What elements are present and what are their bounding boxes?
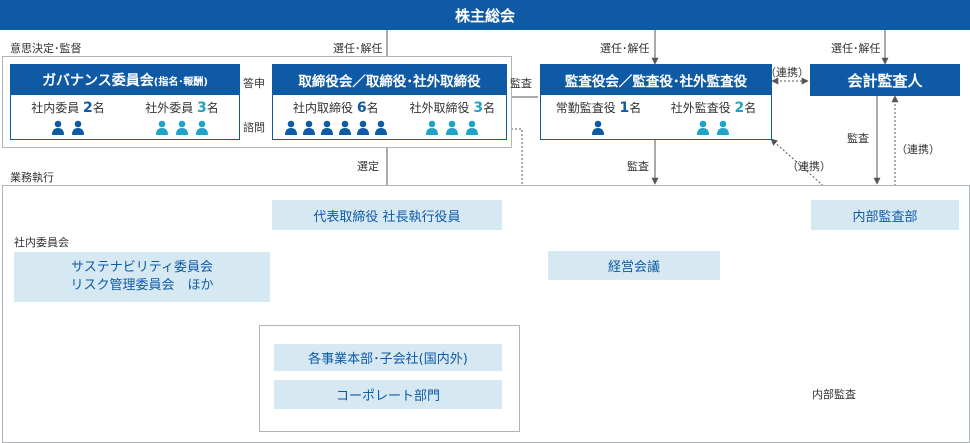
board-internal-label: 社内取締役 [293, 101, 354, 115]
auditors-internal-label: 常勤監査役 [555, 101, 616, 115]
person-icon [697, 120, 710, 135]
auditors-members: 常勤監査役 1名 社外監査役 2名 [541, 95, 771, 135]
person-icon [338, 120, 351, 135]
ceo-label: 代表取締役 社長執行役員 [313, 209, 461, 225]
divisions-label: 各事業本部･子会社(国内外) [308, 352, 468, 367]
label-audit-accounting: 監査 [847, 132, 869, 145]
governance-external-unit: 名 [206, 101, 219, 115]
auditors-header: 監査役会／監査役･社外監査役 [541, 65, 771, 95]
auditors-box: 監査役会／監査役･社外監査役 常勤監査役 1名 社外監査役 2名 [540, 64, 772, 140]
auditors-external-label: 社外監査役 [670, 101, 731, 115]
auditors-external-num: 2 [734, 100, 745, 116]
divisions-frame [259, 325, 520, 432]
label-consult: 諮問 [243, 121, 265, 134]
board-internal-unit: 名 [366, 101, 379, 115]
section-label-committees: 社内委員会 [14, 236, 69, 249]
shareholders-meeting-bar: 株主総会 [0, 0, 970, 30]
auditors-internal: 常勤監査役 1名 [555, 99, 642, 135]
corporate-box: コーポレート部門 [274, 380, 502, 409]
governance-internal-unit: 名 [92, 101, 105, 115]
person-icon [356, 120, 369, 135]
internal-audit-dept-label: 内部監査部 [852, 209, 918, 225]
board-external-unit: 名 [483, 101, 496, 115]
person-icon-group [51, 120, 85, 135]
label-collab-1: （連携） [765, 66, 809, 79]
corporate-label: コーポレート部門 [335, 389, 440, 404]
board-external-num: 3 [473, 100, 484, 116]
section-label-execution: 業務執行 [10, 171, 54, 184]
governance-members: 社内委員 2名 社外委員 3名 [11, 95, 239, 135]
person-icon [717, 120, 730, 135]
committees-line2: リスク管理委員会 ほか [70, 278, 214, 293]
label-select: 選定 [357, 160, 379, 173]
auditors-internal-num: 1 [619, 100, 630, 116]
person-icon [195, 120, 208, 135]
person-icon [71, 120, 84, 135]
label-answer: 答申 [243, 77, 265, 90]
accounting-auditor-box: 会計監査人 [810, 64, 960, 96]
person-icon-group [591, 120, 605, 135]
section-label-decision: 意思決定･監督 [10, 42, 82, 55]
person-icon [592, 120, 605, 135]
governance-external-num: 3 [197, 100, 207, 116]
governance-title: ガバナンス委員会 [42, 73, 154, 89]
label-audit-board: 監査 [510, 77, 532, 90]
label-elect-3: 選任･解任 [831, 42, 881, 55]
person-icon [320, 120, 333, 135]
board-members: 社内取締役 6名 社外取締役 3名 [273, 95, 506, 135]
governance-subtitle: (指名･報酬) [153, 76, 208, 88]
person-icon [155, 120, 168, 135]
governance-internal-label: 社内委員 [31, 101, 80, 115]
management-meeting-label: 経営会議 [607, 260, 660, 275]
accounting-auditor-title: 会計監査人 [847, 71, 923, 90]
label-collab-3: （連携） [787, 160, 831, 173]
management-meeting-box: 経営会議 [548, 251, 720, 280]
person-icon [175, 120, 188, 135]
governance-external-label: 社外委員 [145, 101, 194, 115]
person-icon [284, 120, 297, 135]
shareholders-meeting-title: 株主総会 [454, 6, 515, 25]
committees-box: サステナビリティ委員会 リスク管理委員会 ほか [14, 252, 270, 302]
person-icon-group [696, 120, 730, 135]
divisions-box: 各事業本部･子会社(国内外) [274, 344, 502, 371]
board-external: 社外取締役 3名 [409, 99, 496, 135]
label-collab-2: （連携） [896, 143, 940, 156]
board-box: 取締役会／取締役･社外取締役 社内取締役 6名 社外取締役 3名 [272, 64, 507, 140]
governance-internal-num: 2 [83, 100, 93, 116]
governance-committee-box: ガバナンス委員会(指名･報酬) 社内委員 2名 社外委員 3名 [10, 64, 240, 140]
governance-committee-header: ガバナンス委員会(指名･報酬) [11, 65, 239, 95]
label-elect-1: 選任･解任 [333, 42, 383, 55]
governance-internal: 社内委員 2名 [31, 99, 105, 135]
person-icon [374, 120, 387, 135]
label-internal-audit: 内部監査 [812, 388, 856, 401]
person-icon [466, 120, 479, 135]
board-title: 取締役会／取締役･社外取締役 [298, 74, 481, 90]
person-icon [51, 120, 64, 135]
person-icon-group [425, 120, 479, 135]
board-internal: 社内取締役 6名 [284, 99, 388, 135]
person-icon-group [284, 120, 388, 135]
board-external-label: 社外取締役 [409, 101, 470, 115]
person-icon-group [155, 120, 209, 135]
line-collab-3 [770, 138, 839, 200]
auditors-external: 社外監査役 2名 [670, 99, 757, 135]
auditors-internal-unit: 名 [629, 101, 642, 115]
committees-line1: サステナビリティ委員会 [71, 260, 213, 275]
person-icon [446, 120, 459, 135]
board-header: 取締役会／取締役･社外取締役 [273, 65, 506, 95]
auditors-external-unit: 名 [744, 101, 757, 115]
board-internal-num: 6 [356, 100, 367, 116]
person-icon [302, 120, 315, 135]
governance-external: 社外委員 3名 [145, 99, 219, 135]
internal-audit-dept-box: 内部監査部 [811, 200, 959, 230]
label-audit-auditors: 監査 [627, 160, 649, 173]
label-elect-2: 選任･解任 [600, 42, 650, 55]
person-icon [426, 120, 439, 135]
auditors-title: 監査役会／監査役･社外監査役 [564, 74, 748, 90]
ceo-box: 代表取締役 社長執行役員 [272, 200, 502, 230]
